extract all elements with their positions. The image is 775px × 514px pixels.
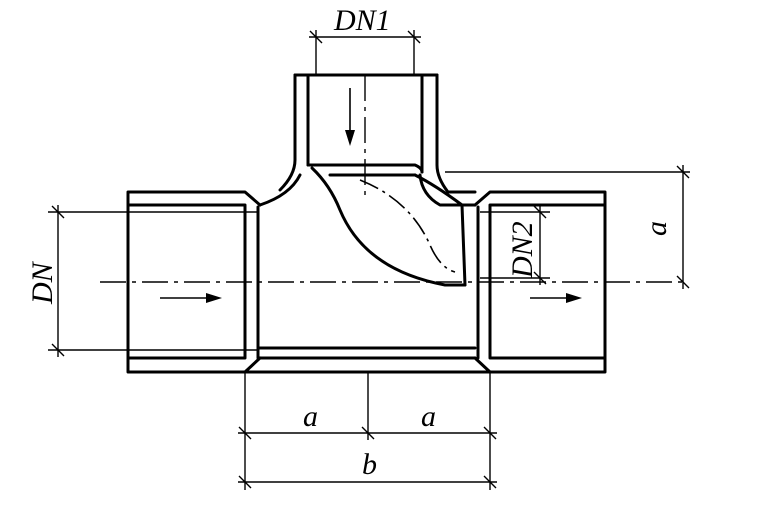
dim-a-bottom: [238, 372, 497, 490]
label-b: b: [362, 448, 377, 481]
label-dn: DN: [26, 260, 59, 305]
dim-dn2: [480, 205, 550, 285]
label-a-bottom-left: a: [303, 400, 318, 433]
flow-arrow-right: [530, 293, 582, 303]
internal-elbow: [310, 166, 467, 287]
dim-dn1: [309, 30, 421, 75]
dim-dn: [48, 205, 258, 357]
label-a-bottom-right: a: [421, 400, 436, 433]
flow-arrow-branch: [345, 88, 355, 146]
label-dn1: DN1: [333, 4, 391, 37]
label-dn2: DN2: [506, 221, 539, 279]
dim-a-right: [445, 165, 690, 289]
tee-body-outline: [126, 173, 607, 374]
flow-arrow-left: [160, 293, 222, 303]
label-a-right: a: [640, 221, 673, 236]
dim-b: [238, 475, 497, 489]
